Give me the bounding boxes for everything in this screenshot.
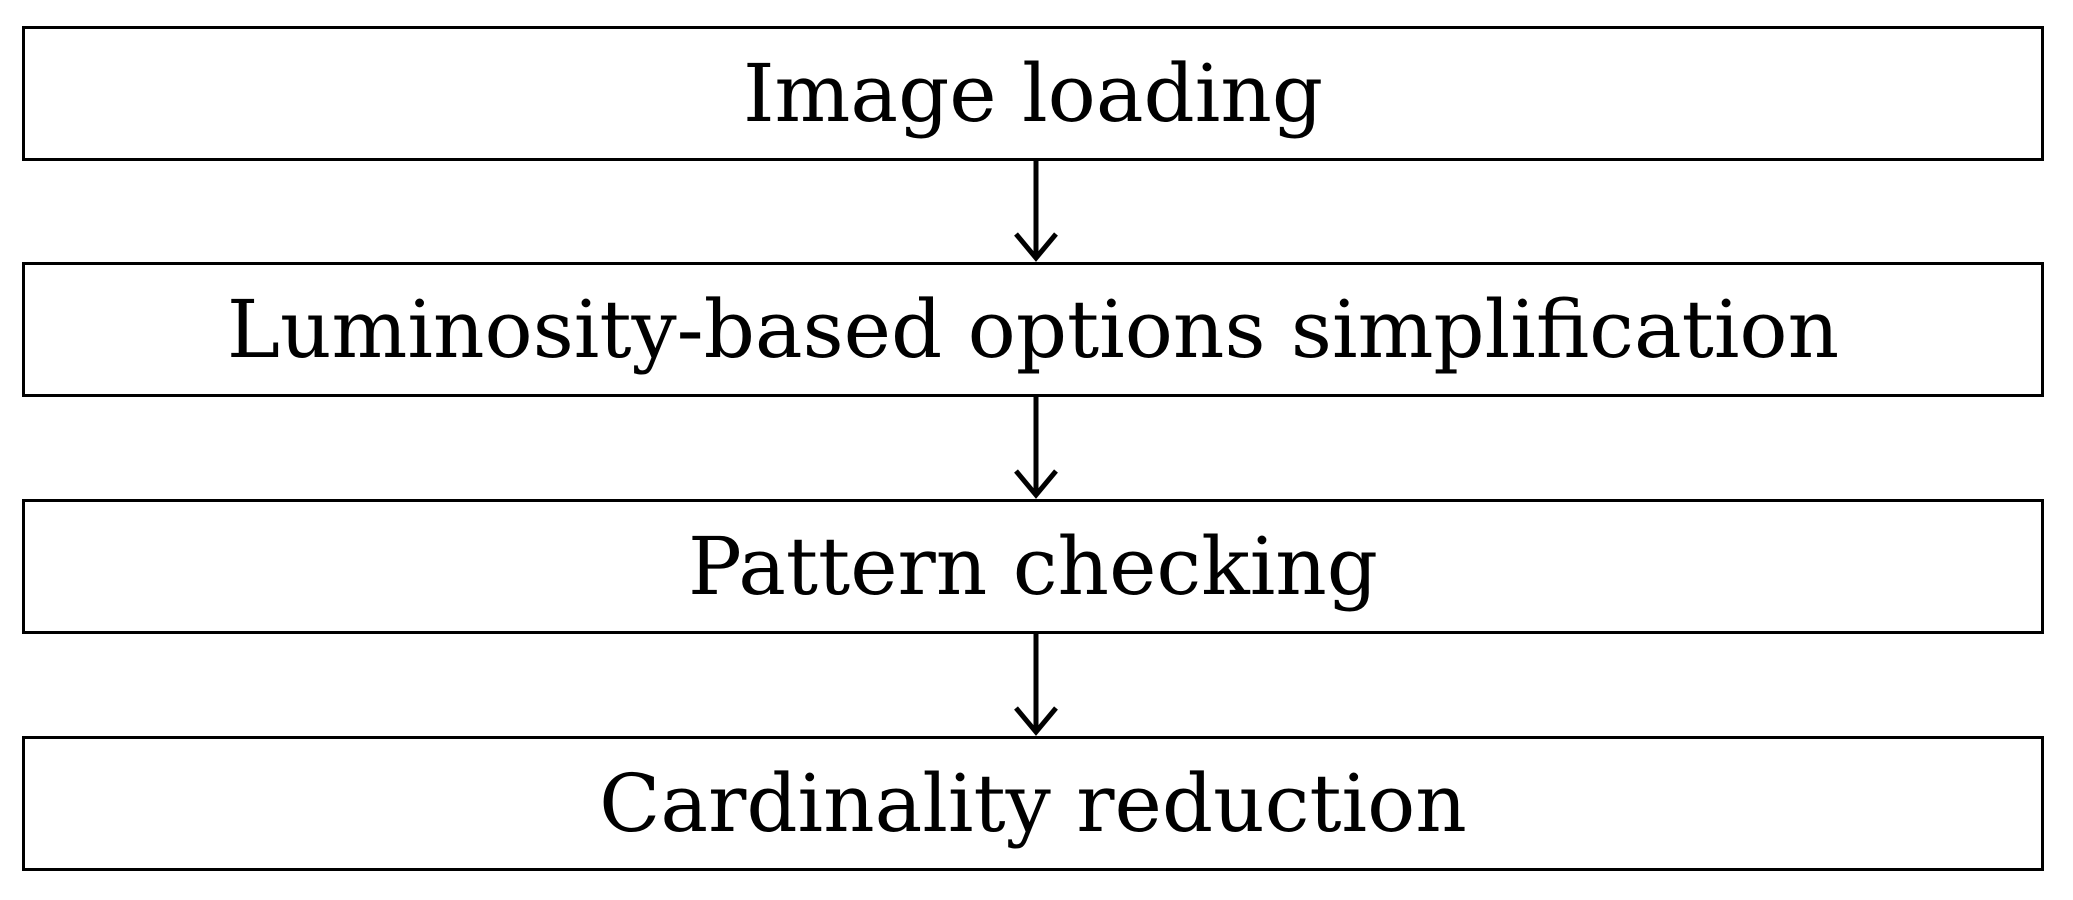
step-label: Cardinality reduction <box>599 756 1467 850</box>
step-image-loading: Image loading <box>22 26 2044 161</box>
step-luminosity-simplification: Luminosity-based options simplification <box>22 262 2044 397</box>
step-cardinality-reduction: Cardinality reduction <box>22 736 2044 871</box>
step-pattern-checking: Pattern checking <box>22 499 2044 634</box>
arrow-1-to-2 <box>1014 161 1058 262</box>
step-label: Luminosity-based options simplification <box>226 282 1840 376</box>
arrow-2-to-3 <box>1014 397 1058 499</box>
step-label: Pattern checking <box>687 519 1379 613</box>
step-label: Image loading <box>742 46 1324 140</box>
arrow-3-to-4 <box>1014 634 1058 736</box>
